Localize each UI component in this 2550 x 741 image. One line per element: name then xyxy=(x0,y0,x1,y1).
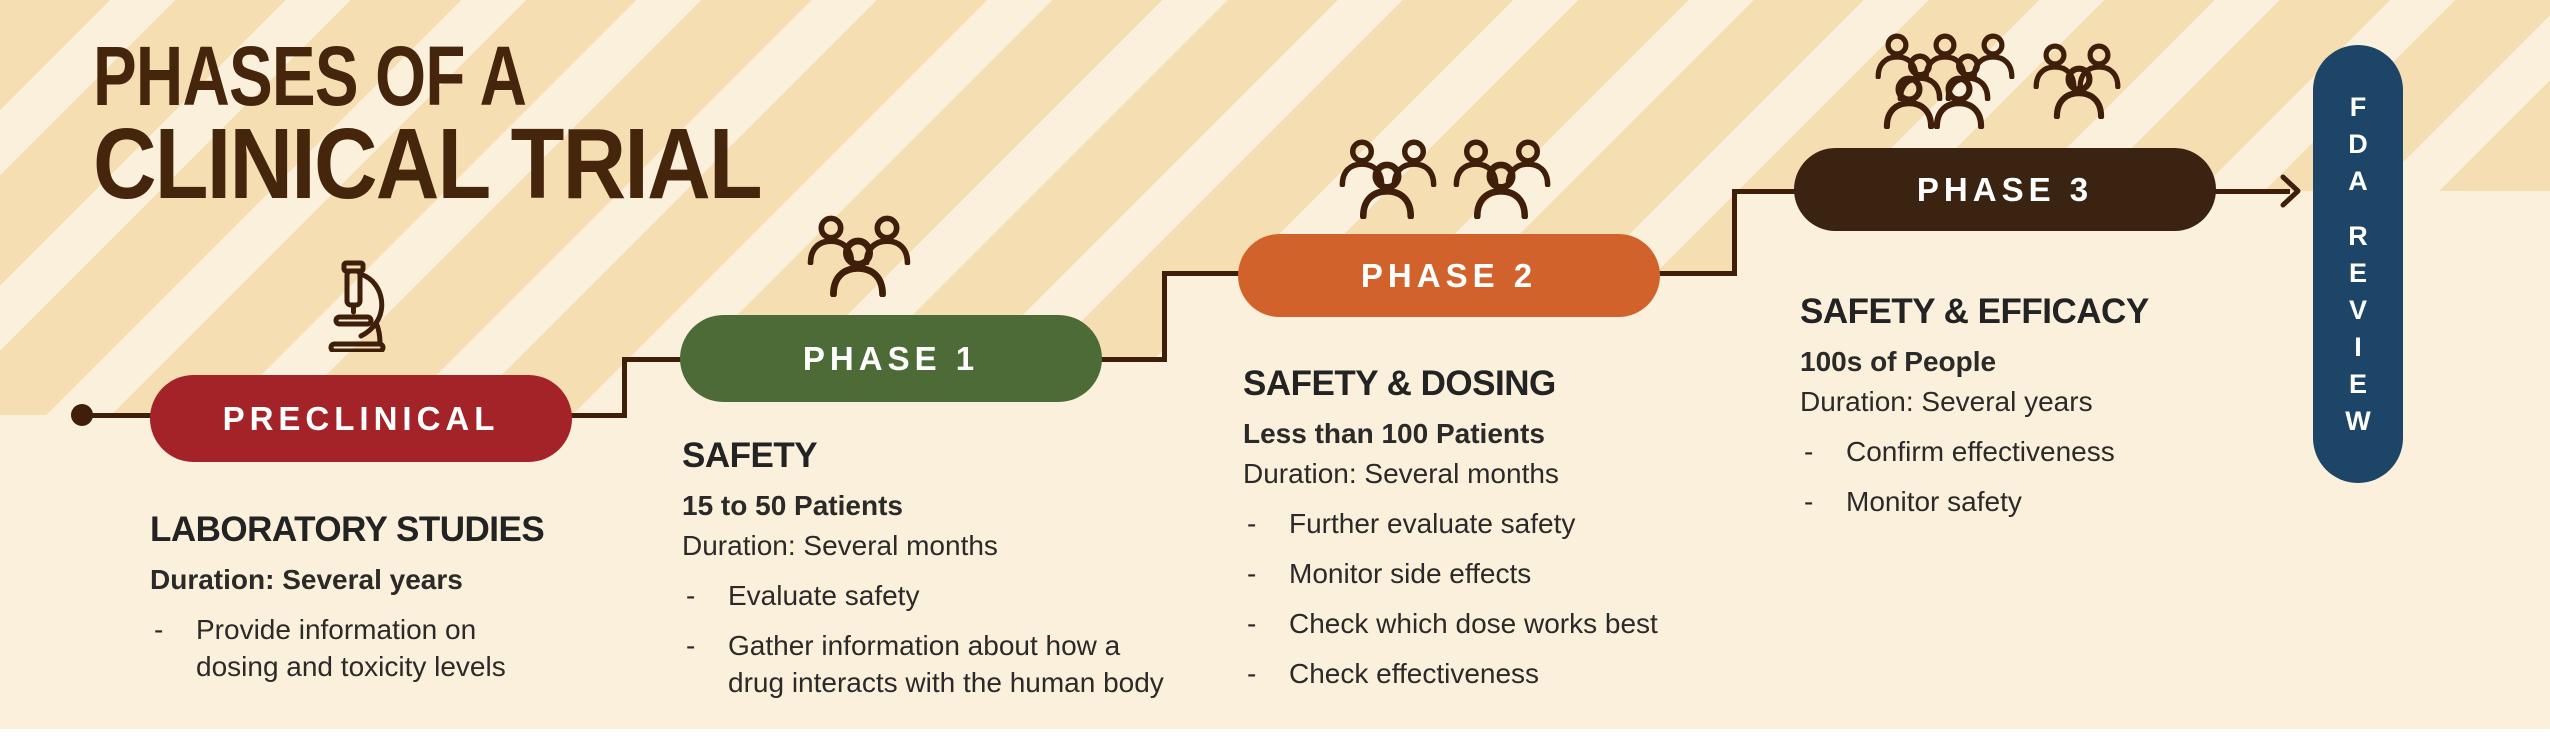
bottom-white-strip xyxy=(0,729,2550,741)
fda-letter: V xyxy=(2348,294,2367,325)
bullet-text: Provide information on dosing and toxici… xyxy=(196,614,506,682)
bullet-text: Further evaluate safety xyxy=(1289,508,1576,539)
phase3-duration: Duration: Several years xyxy=(1800,386,2093,417)
phase1-patients: 15 to 50 Patients xyxy=(682,490,903,521)
fda-review-pill: F D A R E V I E W xyxy=(2313,45,2403,483)
pill-phase-2: PHASE 2 xyxy=(1238,234,1660,317)
bullet-dash: - xyxy=(1247,508,1257,539)
bullet-dash: - xyxy=(686,630,696,661)
timeline-step xyxy=(622,357,627,418)
phase2-text-block: SAFETY & DOSING Less than 100 Patients D… xyxy=(1243,364,1688,692)
arrow-right-icon xyxy=(2280,174,2301,208)
list-item: - Check which dose works best xyxy=(1243,605,1688,642)
fda-letter: R xyxy=(2348,220,2368,251)
list-item: - Monitor side effects xyxy=(1243,555,1688,592)
fda-letter: E xyxy=(2348,368,2367,399)
phase2-patients: Less than 100 Patients xyxy=(1243,418,1545,449)
list-item: - Further evaluate safety xyxy=(1243,505,1688,542)
preclinical-duration: Duration: Several years xyxy=(150,564,463,595)
fda-letter: D xyxy=(2348,128,2368,159)
pill-phase-3: PHASE 3 xyxy=(1794,148,2216,231)
phase1-heading: SAFETY xyxy=(682,436,818,475)
fda-letter: I xyxy=(2354,331,2362,362)
microscope-icon xyxy=(328,260,386,352)
fda-letter: W xyxy=(2345,405,2371,436)
page-title-line1: PHASES OF A xyxy=(93,29,527,123)
phase1-duration: Duration: Several months xyxy=(682,530,998,561)
list-item: - Provide information on dosing and toxi… xyxy=(150,611,540,685)
bullet-text: Evaluate safety xyxy=(728,580,920,611)
fda-letter: A xyxy=(2348,165,2368,196)
bullet-dash: - xyxy=(1247,658,1257,689)
fda-letter: E xyxy=(2348,257,2367,288)
phase2-duration: Duration: Several months xyxy=(1243,458,1559,489)
bullet-dash: - xyxy=(154,614,164,645)
bullet-dash: - xyxy=(1804,436,1814,467)
bullet-text: Confirm effectiveness xyxy=(1846,436,2115,467)
pill-preclinical: PRECLINICAL xyxy=(150,375,572,462)
preclinical-heading: LABORATORY STUDIES xyxy=(150,510,545,549)
bullet-text: Monitor side effects xyxy=(1289,558,1532,589)
bullet-text: Check which dose works best xyxy=(1289,608,1658,639)
bullet-text: Check effectiveness xyxy=(1289,658,1540,689)
list-item: - Gather information about how a drug in… xyxy=(682,627,1182,701)
bullet-dash: - xyxy=(1804,486,1814,517)
fda-letter: F xyxy=(2349,91,2367,122)
bullet-dash: - xyxy=(686,580,696,611)
people-group-10-icon xyxy=(1874,33,2122,135)
phase3-patients: 100s of People xyxy=(1800,346,1997,377)
bullet-text: Monitor safety xyxy=(1846,486,2022,517)
timeline-step xyxy=(1162,271,1167,362)
timeline-step xyxy=(1732,189,1737,276)
page-title-line2: CLINICAL TRIAL xyxy=(93,108,763,220)
people-group-6-icon xyxy=(1336,137,1558,223)
list-item: - Check effectiveness xyxy=(1243,655,1688,692)
bullet-dash: - xyxy=(1247,558,1257,589)
list-item: - Evaluate safety xyxy=(682,577,1182,614)
page-title: PHASES OF A CLINICAL TRIAL xyxy=(93,34,852,214)
pill-phase-1: PHASE 1 xyxy=(680,315,1102,402)
list-item: - Monitor safety xyxy=(1800,483,2230,520)
bullet-dash: - xyxy=(1247,608,1257,639)
list-item: - Confirm effectiveness xyxy=(1800,433,2230,470)
phase2-heading: SAFETY & DOSING xyxy=(1243,364,1556,403)
bullet-text: Gather information about how a drug inte… xyxy=(728,630,1164,698)
preclinical-text-block: LABORATORY STUDIES Duration: Several yea… xyxy=(150,510,545,685)
phase3-text-block: SAFETY & EFFICACY 100s of People Duratio… xyxy=(1800,292,2230,520)
phase3-heading: SAFETY & EFFICACY xyxy=(1800,292,2149,331)
people-group-3-icon xyxy=(800,213,920,301)
phase1-text-block: SAFETY 15 to 50 Patients Duration: Sever… xyxy=(682,436,1182,701)
